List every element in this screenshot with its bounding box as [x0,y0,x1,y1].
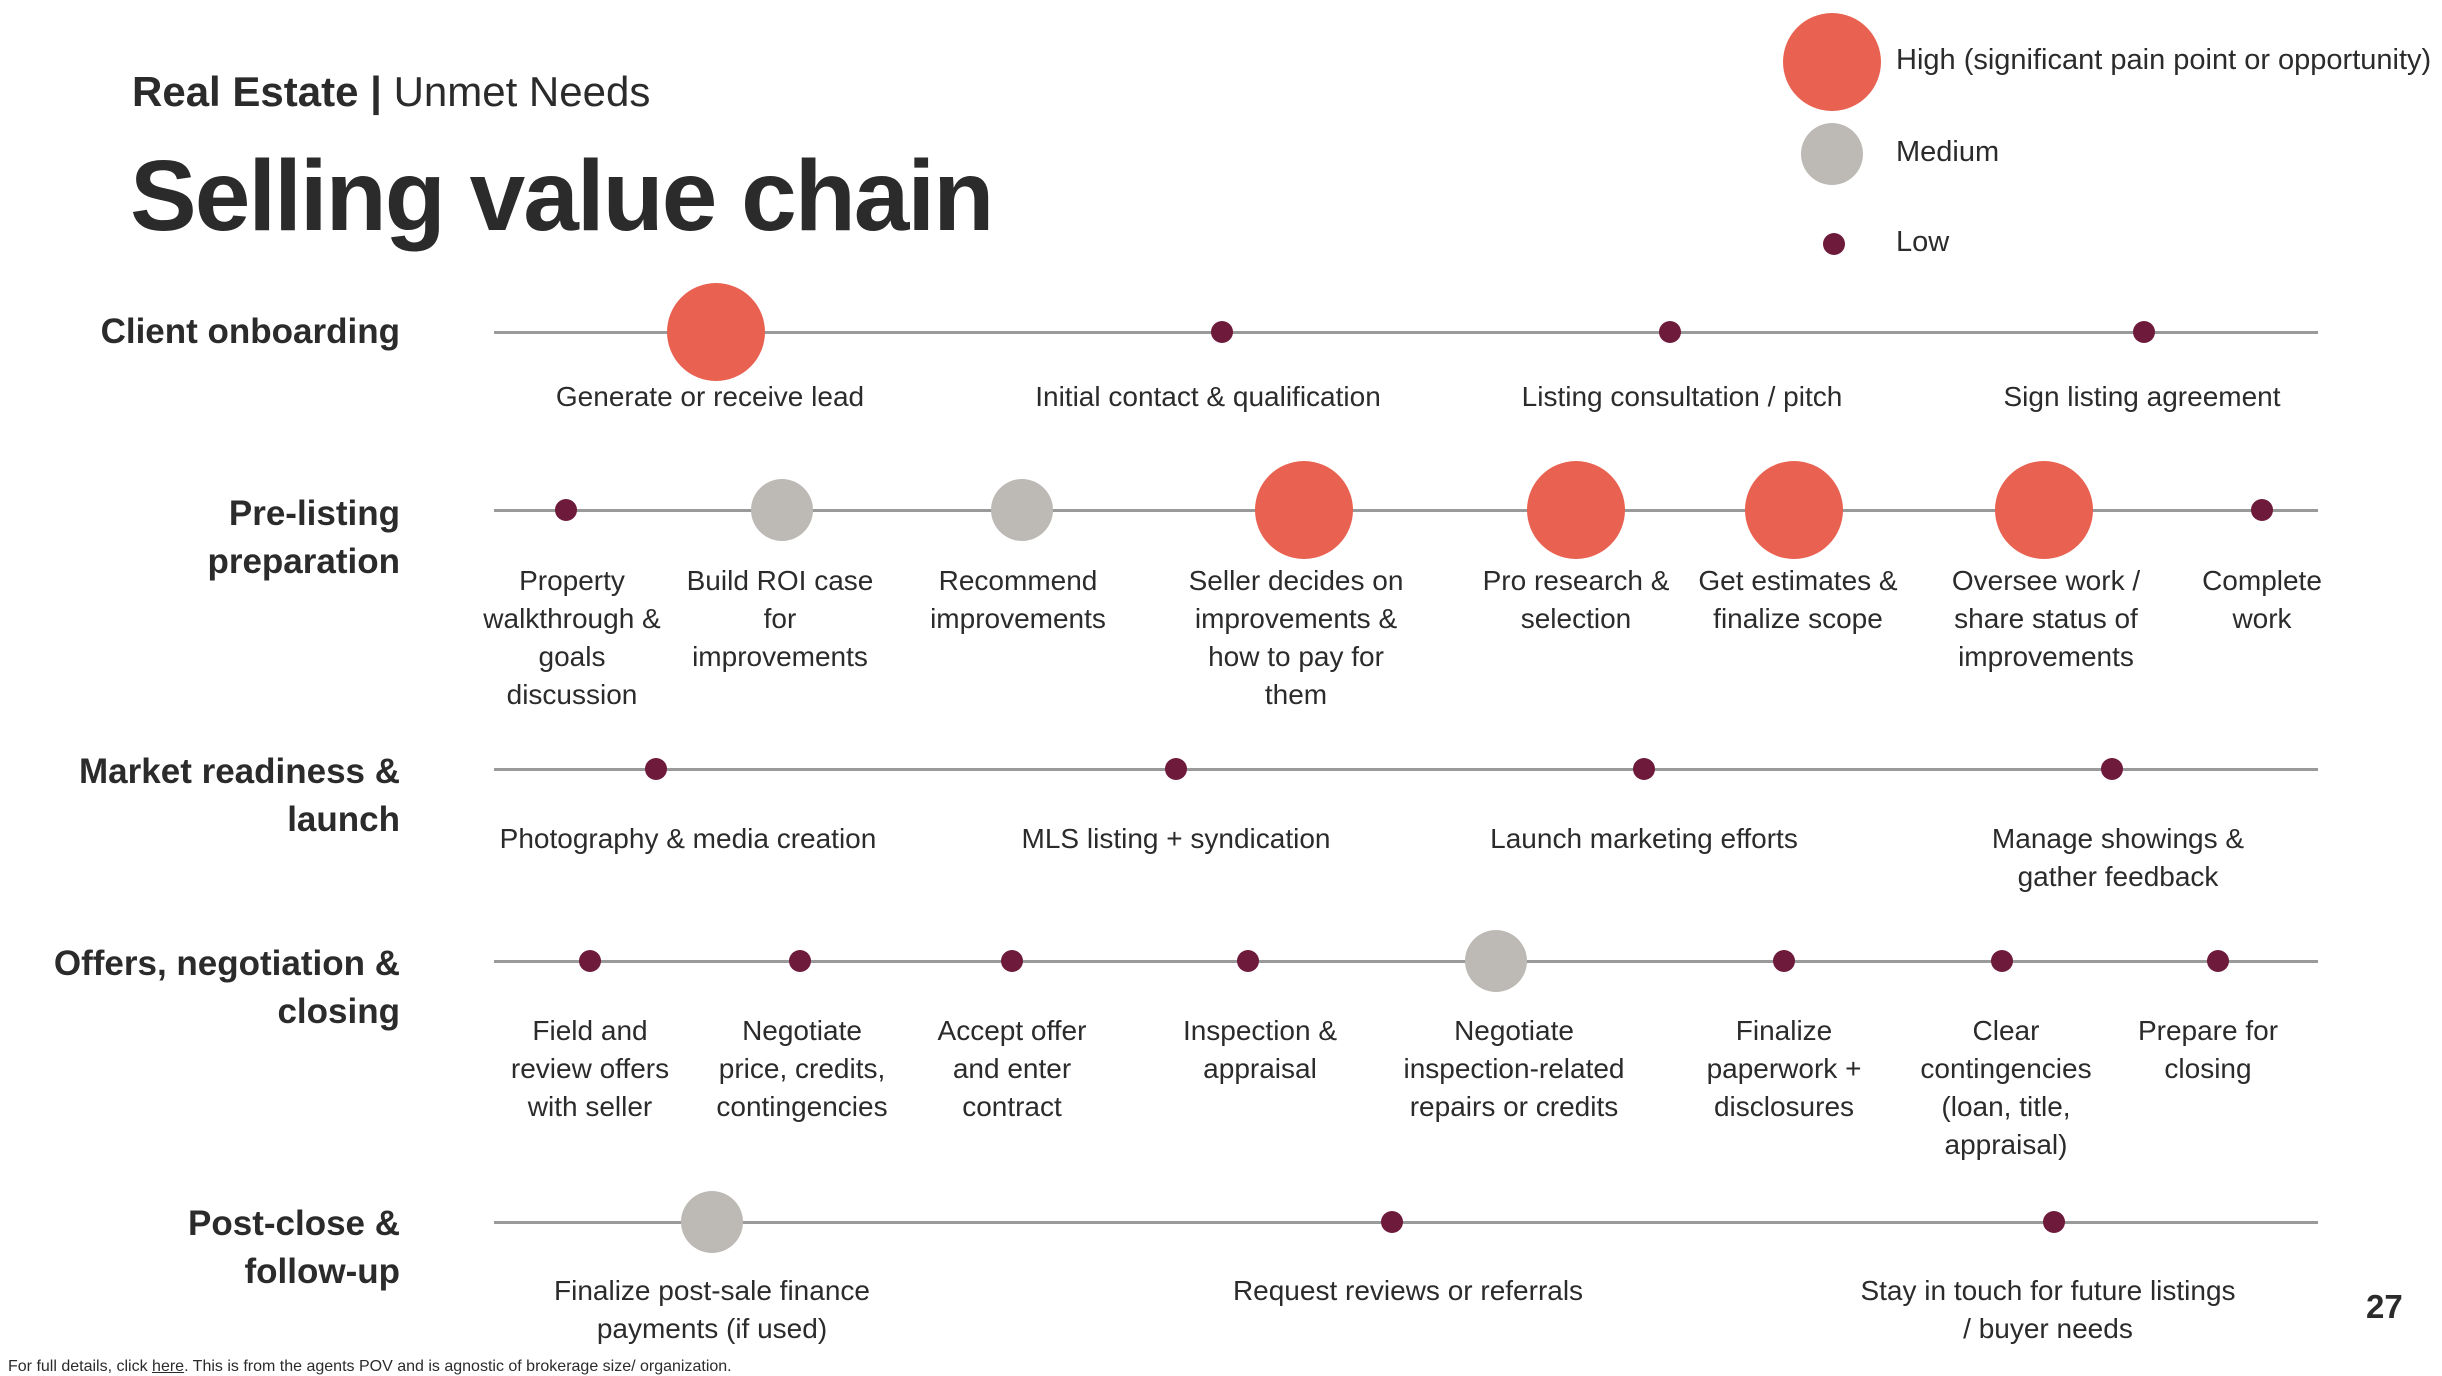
subtitle-separator: | [370,68,382,115]
step-label-seller-decides-on-improvements-how-to-pa: Seller decides on improvements & how to … [1188,565,1404,710]
step-label-photography-media-creation: Photography & media creation [499,823,877,854]
step-dot-low [1633,758,1655,780]
step-label-launch-marketing-efforts: Launch marketing efforts [1490,823,1798,854]
step-dot-low [2251,499,2273,521]
step-label-get-estimates-finalize-scope: Get estimates & finalize scope [1698,565,1898,634]
section-label-client-onboarding: Client onboarding [100,312,400,351]
step-dot-low [1991,950,2013,972]
footnote-suffix: . This is from the agents POV and is agn… [184,1358,732,1375]
step-dot-medium [681,1191,743,1253]
section-label-pre-listing-preparation: Pre-listing preparation [207,494,400,581]
step-label-listing-consultation-pitch: Listing consultation / pitch [1521,381,1843,412]
step-dot-low [2133,321,2155,343]
legend-medium-dot [1801,123,1863,185]
step-dot-high [1527,461,1625,559]
section-label-market-readiness: Market readiness & launch [79,752,400,839]
legend-low-dot [1823,233,1845,255]
step-dot-low [645,758,667,780]
step-label-negotiate-inspection-related-repairs-or-: Negotiate inspection-related repairs or … [1403,1015,1625,1122]
legend-high-dot [1783,13,1881,111]
section-label-post-close-follow-up: Post-close & follow-up [188,1204,400,1291]
step-dot-low [1773,950,1795,972]
footnote: For full details, click here. This is fr… [8,1358,732,1376]
timeline-line-client-onboarding [494,331,2318,334]
step-label-sign-listing-agreement: Sign listing agreement [2003,381,2281,412]
step-dot-high [1745,461,1843,559]
step-dot-low [579,950,601,972]
step-label-build-roi-case-for-improvements: Build ROI case for improvements [686,565,874,672]
step-dot-low [2101,758,2123,780]
timeline-line-post-close-follow-up [494,1221,2318,1224]
legend-low-label: Low [1896,226,1950,258]
step-label-finalize-paperwork-disclosures: Finalize paperwork + disclosures [1706,1015,1862,1122]
step-label-pro-research-selection: Pro research & selection [1482,565,1670,634]
step-label-stay-in-touch-for-future-listings-buyer-: Stay in touch for future listings / buye… [1860,1275,2236,1344]
full-details-link[interactable]: here [152,1358,185,1375]
step-dot-low [2043,1211,2065,1233]
step-label-field-and-review-offers-with-seller: Field and review offers with seller [510,1015,670,1122]
step-dot-medium [1465,930,1527,992]
step-dot-medium [991,479,1053,541]
step-dot-low [555,499,577,521]
timeline-line-pre-listing-preparation [494,509,2318,512]
timeline-line-market-readiness [494,768,2318,771]
step-dot-low [789,950,811,972]
step-dot-high [667,283,765,381]
step-dot-high [1995,461,2093,559]
step-dot-low [1381,1211,1403,1233]
step-label-accept-offer-and-enter-contract: Accept offer and enter contract [937,1015,1087,1122]
step-label-oversee-work-share-status-of-improvement: Oversee work / share status of improveme… [1951,565,2141,672]
legend-medium-label: Medium [1896,136,2000,168]
step-label-property-walkthrough-goals-discussion: Property walkthrough & goals discussion [483,565,661,710]
step-label-manage-showings-gather-feedback: Manage showings & gather feedback [1991,823,2245,892]
page-title: Selling value chain [130,140,994,252]
step-dot-medium [751,479,813,541]
category-label: Real Estate [132,68,359,115]
step-dot-low [2207,950,2229,972]
step-dot-low [1211,321,1233,343]
step-label-complete-work: Complete work [2202,565,2322,634]
topic-label: Unmet Needs [393,68,651,115]
step-label-generate-or-receive-lead: Generate or receive lead [555,381,865,412]
slide-subtitle: Real Estate | Unmet Needs [132,68,650,116]
step-label-request-reviews-or-referrals: Request reviews or referrals [1232,1275,1584,1306]
step-dot-high [1255,461,1353,559]
step-label-prepare-for-closing: Prepare for closing [2137,1015,2279,1084]
step-dot-low [1237,950,1259,972]
step-label-inspection-appraisal: Inspection & appraisal [1182,1015,1338,1084]
legend-high-label: High (significant pain point or opportun… [1896,44,2432,76]
section-label-offers-negotiation-closing: Offers, negotiation & closing [53,944,400,1031]
footnote-prefix: For full details, click [8,1358,153,1375]
step-label-mls-listing-syndication: MLS listing + syndication [1021,823,1331,854]
timeline-line-offers-negotiation-closing [494,960,2318,963]
step-label-finalize-post-sale-finance-payments-if-u: Finalize post-sale finance payments (if … [554,1275,870,1344]
page-number: 27 [2366,1288,2403,1325]
step-dot-low [1001,950,1023,972]
step-label-initial-contact-qualification: Initial contact & qualification [1035,381,1381,412]
step-dot-low [1165,758,1187,780]
step-label-recommend-improvements: Recommend improvements [930,565,1106,634]
step-label-clear-contingencies-loan-title-appraisal: Clear contingencies (loan, title, apprai… [1920,1015,2092,1160]
step-label-negotiate-price-credits-contingencies: Negotiate price, credits, contingencies [716,1015,888,1122]
step-dot-low [1659,321,1681,343]
